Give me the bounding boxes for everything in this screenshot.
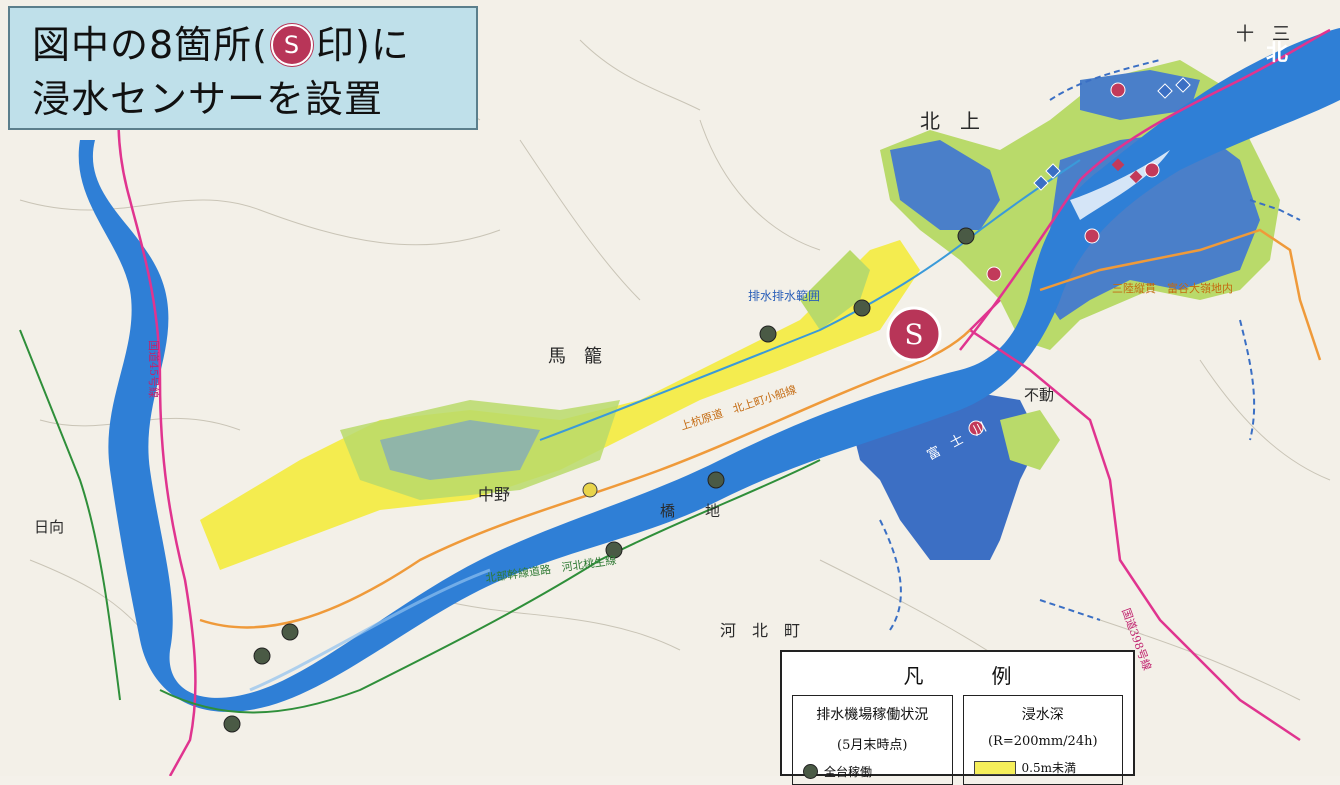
label-kitakami-river: 北 (1266, 40, 1288, 66)
pump-station-marker (253, 647, 271, 665)
road-route45-west (117, 29, 197, 776)
legend: 凡 例 排水機場稼働状況 (5月末時点) 全台稼働 浸水深 (R=200mm/2… (780, 650, 1135, 785)
label-ryoma: 馬 籠 (548, 346, 602, 367)
gauge-marker (1175, 77, 1191, 93)
label-drainage-area: 排水排水範囲 (748, 288, 820, 303)
legend-flood-depth: 浸水深 (R=200mm/24h) 0.5m未満 (962, 695, 1123, 785)
label-nakano: 中野 (478, 485, 510, 504)
legend-flood-item: 0.5m未満 (964, 749, 1123, 776)
pump-station-marker (605, 541, 623, 559)
legend-flood-title: 浸水深 (1021, 707, 1064, 723)
title-line-2: 浸水センサーを設置 (32, 77, 384, 121)
pump-station-marker (957, 227, 975, 245)
road-orange (199, 329, 971, 629)
title-line-1: 図中の8箇所( S 印)に (32, 18, 476, 72)
flood-zone-shallow (200, 240, 920, 570)
pump-station-marker (853, 299, 871, 317)
flood-zone-green-2 (800, 250, 870, 330)
legend-pump-item-label: 全台稼働 (824, 765, 873, 779)
label-kitakami: 北 上 (920, 109, 980, 133)
title-text-after: 印)に (316, 23, 410, 67)
road-orange-east (1039, 228, 1322, 361)
legend-columns: 排水機場稼働状況 (5月末時点) 全台稼働 浸水深 (R=200mm/24h) … (782, 695, 1133, 785)
pump-station-marker (281, 623, 299, 641)
kitakami-river (78, 28, 1340, 712)
legend-title: 凡 例 (903, 664, 1036, 688)
label-hitoya: 日向 (34, 518, 64, 536)
pump-station-marker (223, 715, 241, 733)
road-green-west (19, 329, 121, 701)
sensor-marker (1084, 228, 1100, 244)
label-jusanbeku: 十 三 (1236, 24, 1290, 45)
gauge-marker (1157, 83, 1173, 99)
label-route45: 国道45号線 (147, 340, 161, 398)
gauge-marker (1045, 163, 1061, 179)
legend-pump-status: 排水機場稼働状況 (5月末時点) 全台稼働 (792, 695, 953, 785)
s-badge-icon: S (271, 24, 314, 66)
sensor-marker (1110, 82, 1126, 98)
flood-zone-deep-3 (1080, 70, 1200, 120)
sensor-callout-label: S (904, 318, 923, 351)
road-route45-east (959, 28, 1331, 351)
road-green (159, 459, 821, 714)
flood-zone-deep-1 (890, 140, 1000, 230)
legend-pump-title: 排水機場稼働状況 (816, 707, 929, 723)
pump-station-marker (707, 471, 725, 489)
flood-zone-blue-1 (380, 420, 540, 480)
yellow-swatch-icon (973, 760, 1016, 775)
label-kawakita: 河 北 町 (720, 621, 800, 640)
pump-station-marker-yellow (582, 482, 598, 498)
sensor-callout-circle (886, 306, 942, 362)
sensor-marker (986, 266, 1002, 282)
pump-stations (223, 227, 975, 733)
legend-pump-sub: (5月末時点) (837, 738, 908, 753)
label-fujinuma: 三陸縦貫 富谷大嶺地内 (1112, 281, 1233, 295)
flood-zone-deep-4 (850, 390, 1040, 560)
sensor-marker (1144, 162, 1160, 178)
road-route398 (968, 299, 1301, 742)
title-text-before: 図中の8箇所( (32, 23, 269, 67)
title-box: 図中の8箇所( S 印)に 浸水センサーを設置 (8, 6, 478, 130)
legend-flood-sub: (R=200mm/24h) (987, 734, 1098, 749)
pump-station-marker (759, 325, 777, 343)
gauge-marker (1033, 175, 1049, 191)
legend-flood-item-label: 0.5m未満 (1021, 761, 1076, 775)
label-fudo: 不動 (1024, 386, 1054, 404)
pump-dot-icon (803, 764, 818, 779)
flood-zone-green-4 (1000, 410, 1060, 470)
boundary-dashed (879, 59, 1301, 631)
sensor-marker (968, 420, 984, 436)
sensor-callout: S (886, 306, 942, 362)
river-highlight (249, 568, 491, 692)
label-hashimoto: 橋 地 (660, 502, 720, 520)
